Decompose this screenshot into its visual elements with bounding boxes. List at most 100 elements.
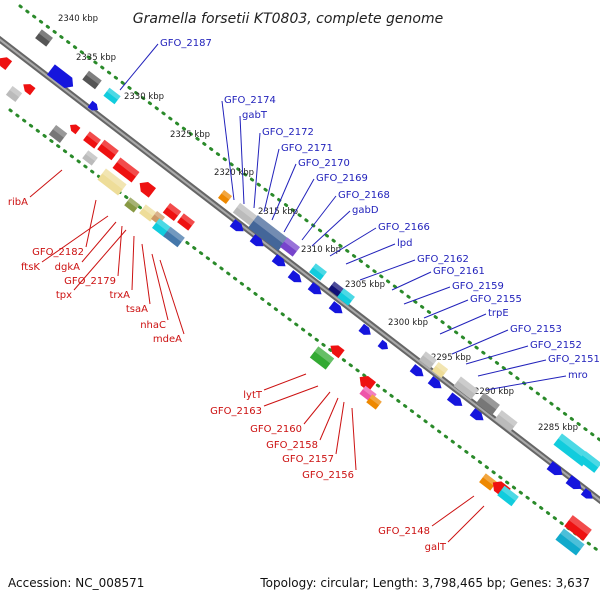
tick-label: 2310 kbp (301, 245, 341, 255)
forward-gene (337, 288, 355, 306)
forward-gene-label: GFO_2169 (316, 173, 368, 184)
forward-gene-label: GFO_2172 (262, 127, 314, 138)
reverse-gene (555, 528, 585, 556)
reverse-gene (309, 346, 335, 370)
forward-leader-line (239, 115, 245, 205)
reverse-gene (112, 157, 140, 183)
reverse-leader-line (303, 391, 331, 425)
reverse-leader-line (335, 401, 345, 455)
forward-gene (565, 475, 582, 490)
forward-leader-line (391, 271, 432, 291)
forward-gene (476, 392, 500, 416)
forward-gene (427, 376, 442, 389)
reverse-gene (177, 213, 195, 231)
forward-gene (328, 281, 344, 297)
forward-gene (87, 100, 98, 111)
forward-gene-label: trpE (488, 308, 509, 319)
forward-gene (358, 323, 371, 335)
tick-label: 2300 kbp (388, 318, 428, 328)
forward-guide-line (18, 4, 600, 442)
forward-gene (271, 254, 286, 267)
forward-gene-label: mro (568, 370, 588, 381)
forward-gene (431, 361, 449, 379)
forward-gene (453, 376, 479, 400)
reverse-gene-label: ribA (8, 197, 28, 208)
reverse-gene-label: dgkA (55, 262, 80, 273)
forward-gene (494, 410, 518, 432)
guide-dots (8, 4, 600, 554)
forward-leader-line (465, 345, 529, 365)
forward-gene (546, 461, 563, 476)
reverse-gene-label: nhaC (140, 320, 166, 331)
reverse-leader-line (447, 505, 485, 543)
forward-gene-label: GFO_2174 (224, 95, 276, 106)
reverse-leader-line (131, 235, 135, 291)
tick-label: 2325 kbp (170, 130, 210, 140)
forward-gene-label: GFO_2159 (452, 281, 504, 292)
reverse-gene (97, 168, 127, 196)
reverse-leader-line (141, 243, 151, 305)
reverse-leader-line (117, 225, 123, 277)
reverse-gene (139, 182, 156, 198)
forward-gene (232, 202, 260, 228)
forward-gene (103, 87, 121, 105)
forward-gene-label: GFO_2171 (281, 143, 333, 154)
forward-gene (248, 215, 288, 251)
reverse-gene-label: GFO_2179 (64, 276, 116, 287)
reverse-gene-label: lytT (243, 390, 263, 401)
forward-gene-label: lpd (397, 238, 412, 249)
reverse-leader-line (29, 169, 63, 198)
forward-gene (307, 282, 322, 295)
forward-gene-label: GFO_2153 (510, 324, 562, 335)
forward-leader-line (301, 195, 337, 241)
reverse-gene (48, 124, 68, 144)
forward-leader-line (359, 259, 416, 281)
reverse-gene-label: GFO_2157 (282, 454, 334, 465)
forward-gene (46, 64, 74, 89)
forward-gene-label: gabD (352, 205, 379, 216)
reverse-gene (162, 202, 182, 222)
tick-label: 2305 kbp (345, 280, 385, 290)
reverse-gene-label: GFO_2160 (250, 424, 302, 435)
forward-gene (469, 408, 484, 421)
forward-gene-label: GFO_2151 (548, 354, 600, 365)
forward-leader-line (477, 359, 547, 377)
forward-gene (328, 301, 343, 314)
features-layer (0, 29, 600, 556)
tick-label: 2290 kbp (474, 387, 514, 397)
forward-gene (280, 237, 300, 257)
forward-gene (82, 70, 102, 90)
forward-leader-line (271, 163, 297, 221)
reverse-leader-line (263, 373, 307, 391)
topology-text: Topology: circular; Length: 3,798,465 bp… (259, 576, 590, 590)
tick-label: 2330 kbp (124, 92, 164, 102)
reverse-gene (83, 131, 101, 149)
reverse-gene (5, 85, 23, 103)
accession-text: Accession: NC_008571 (8, 576, 144, 590)
reverse-gene (82, 150, 98, 166)
reverse-leader-line (351, 407, 357, 471)
forward-leader-line (283, 178, 315, 233)
forward-leader-line (345, 243, 396, 265)
reverse-guide-line (8, 108, 600, 554)
forward-gene (249, 234, 264, 247)
forward-gene (287, 270, 302, 283)
forward-gene (409, 364, 424, 377)
backbone (0, 35, 600, 505)
forward-leader-line (329, 227, 377, 257)
reverse-gene-label: tpx (56, 290, 72, 301)
tick-label: 2295 kbp (431, 353, 471, 363)
reverse-gene (23, 84, 36, 96)
reverse-leader-line (73, 229, 127, 291)
forward-leader-line (403, 286, 451, 305)
forward-gene (229, 219, 244, 232)
reverse-leader-line (151, 253, 169, 321)
reverse-leader-line (319, 397, 339, 441)
reverse-leader-line (159, 259, 185, 335)
reverse-gene (97, 139, 119, 161)
reverse-leader-line (41, 215, 109, 263)
reverse-leader-line (263, 385, 319, 407)
reverse-gene-label: ftsK (21, 262, 40, 273)
